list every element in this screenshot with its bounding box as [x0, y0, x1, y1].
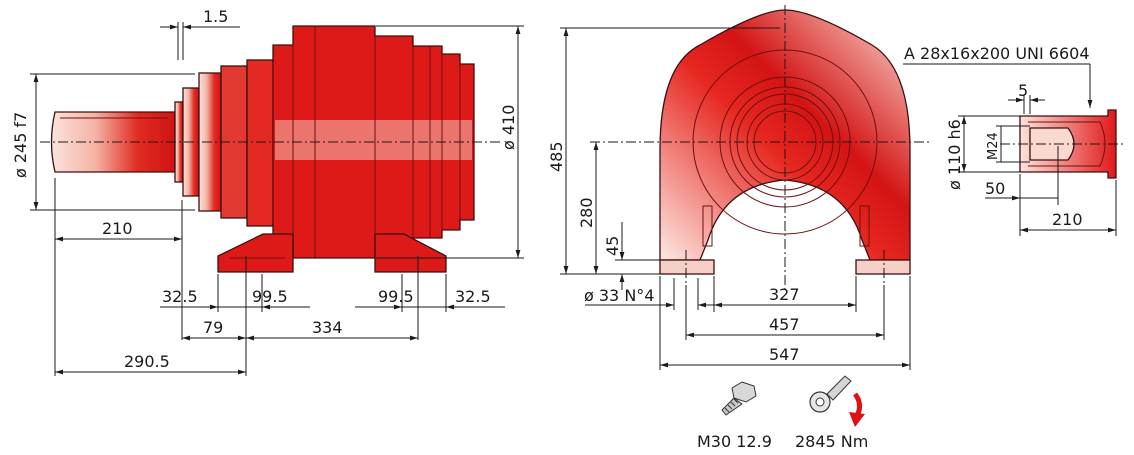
front-foot-right: [855, 259, 911, 275]
side-dimensions: 1.5 ø 245 f7 ø 410 210 32.5 99.5 99.5 32…: [11, 7, 524, 376]
front-view: [590, 5, 930, 290]
dim-hole-spec: ø 33 N°4: [584, 286, 654, 305]
dim-foot-thickness: 45: [603, 236, 622, 256]
front-foot-left: [659, 259, 715, 275]
foot-right: [374, 233, 447, 273]
dim-height-total: 485: [547, 141, 566, 172]
dim-hole-spacing-inner: 327: [769, 285, 800, 304]
dim-base-width: 547: [769, 345, 800, 364]
front-dimensions: 485 280 45 ø 33 N°4 327 457 547: [547, 27, 911, 370]
dim-foot-edge-right: 32.5: [455, 287, 491, 306]
hollow-shaft-detail: [1000, 109, 1125, 179]
hollow-dimensions: A 28x16x200 UNI 6604 5 ø 110 h6 M24 50 2…: [903, 44, 1117, 236]
dim-body-diameter: ø 410: [499, 105, 518, 150]
dim-foot-width-right: 99.5: [378, 287, 414, 306]
dim-overall-to-foot: 290.5: [124, 352, 170, 371]
dim-hollow-length: 210: [1052, 210, 1083, 229]
torque-label: 2845 Nm: [795, 432, 868, 451]
dim-axis-height: 280: [577, 197, 596, 228]
dim-foot-width-left: 99.5: [252, 287, 288, 306]
bolt-label: M30 12.9: [697, 432, 772, 451]
side-view: [40, 25, 500, 273]
foot-left: [217, 233, 294, 273]
dim-shaft-diameter: ø 245 f7: [11, 112, 30, 178]
dim-key-offset: 5: [1018, 81, 1028, 100]
flange-5: [246, 59, 274, 227]
dim-thread-depth: 50: [985, 179, 1005, 198]
dim-thread: M24: [986, 132, 1001, 160]
torque-wrench-icon: [809, 375, 865, 427]
dim-foot-offset: 79: [203, 318, 223, 337]
dim-bore-diameter: ø 110 h6: [945, 119, 964, 190]
dim-foot-edge-left: 32.5: [162, 287, 198, 306]
dim-flange-gap: 1.5: [203, 7, 228, 26]
dim-hole-spacing-outer: 457: [769, 315, 800, 334]
bolt-icon: [721, 381, 757, 416]
dim-shaft-length: 210: [102, 219, 133, 238]
dim-key-spec: A 28x16x200 UNI 6604: [904, 44, 1090, 63]
dim-foot-spacing: 334: [312, 318, 343, 337]
